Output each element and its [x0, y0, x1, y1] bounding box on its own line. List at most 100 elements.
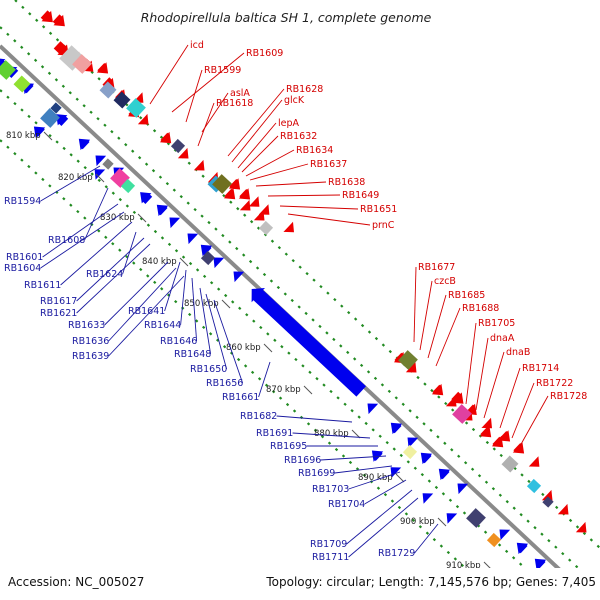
forward-leader-1 [149, 44, 189, 105]
reverse-leader-7 [76, 237, 145, 302]
feature-block-2 [72, 54, 92, 74]
reverse-label-25: RB1704 [328, 499, 365, 510]
feature-block-22 [542, 496, 554, 508]
reverse-leader-28 [414, 523, 439, 554]
footer-band [0, 568, 600, 600]
reverse-gene-16 [94, 169, 106, 180]
forward-leader-8 [237, 122, 277, 169]
forward-label-24: RB1722 [536, 378, 573, 389]
reverse-leader-25 [364, 479, 407, 505]
forward-label-8: lepA [278, 118, 300, 129]
tick-mark-4 [179, 257, 189, 267]
tick-label-6: 860 kbp [226, 343, 261, 353]
tick-mark-2 [95, 173, 105, 183]
forward-leader-21 [475, 337, 489, 411]
forward-gene-9 [177, 147, 189, 159]
reverse-label-27: RB1711 [312, 552, 349, 563]
tick-mark-9 [395, 473, 405, 483]
feature-block-9 [212, 174, 232, 194]
forward-gene-35 [575, 521, 587, 533]
reverse-label-22: RB1696 [284, 455, 321, 466]
reverse-gene-25 [534, 558, 547, 571]
forward-gene-21 [405, 361, 417, 373]
forward-leader-19 [435, 307, 461, 367]
reverse-label-10: RB1641 [128, 306, 165, 317]
reverse-leader-26 [346, 489, 413, 545]
forward-label-10: RB1634 [296, 145, 333, 156]
reverse-gene-29 [390, 467, 402, 478]
feature-block-19 [402, 444, 418, 460]
forward-label-1: icd [190, 40, 204, 51]
reverse-leader-27 [348, 497, 419, 558]
forward-gene-38 [96, 62, 109, 74]
reverse-gene-12 [200, 244, 213, 257]
reverse-gene-9 [156, 204, 169, 217]
forward-gene-29 [481, 417, 492, 429]
tick-label-11: 910 kbp [446, 561, 481, 571]
reverse-label-13: RB1646 [160, 336, 197, 347]
tick-label-9: 890 kbp [358, 473, 393, 483]
forward-leader-25 [519, 395, 549, 447]
forward-gene-30 [498, 430, 511, 442]
reverse-label-9: RB1633 [68, 320, 105, 331]
feature-block-21 [486, 532, 502, 548]
feature-block-13 [102, 158, 114, 170]
forward-leader-6 [227, 88, 285, 157]
forward-label-15: prnC [372, 220, 395, 231]
forward-leader-12 [255, 181, 327, 187]
reverse-gene-22 [457, 483, 469, 495]
forward-gene-7 [137, 113, 149, 125]
forward-leader-18 [427, 294, 447, 359]
forward-leader-10 [245, 149, 295, 177]
tick-label-8: 880 kbp [314, 429, 349, 439]
reverse-gene-14 [233, 271, 245, 283]
feature-block-14 [200, 250, 216, 266]
reverse-label-20: RB1691 [256, 428, 293, 439]
feature-block-18 [526, 478, 542, 494]
feature-block-20 [466, 508, 486, 528]
reverse-gene-24 [516, 542, 529, 555]
forward-label-25: RB1728 [550, 391, 587, 402]
gc-dot-line-1 [0, 26, 593, 582]
gene-features [0, 10, 587, 600]
reverse-leader-18 [258, 361, 271, 398]
reverse-leader-23 [334, 465, 393, 474]
tick-label-5: 850 kbp [184, 299, 219, 309]
reverse-label-23: RB1699 [298, 468, 335, 479]
feature-block-10 [258, 220, 274, 236]
feature-block-26 [50, 102, 62, 114]
forward-gene-37 [40, 10, 53, 23]
reverse-gene-20 [420, 452, 433, 465]
forward-leader-13 [267, 194, 341, 197]
reverse-gene-10 [169, 217, 181, 229]
reverse-leader-1 [40, 165, 101, 202]
tick-label-4: 840 kbp [142, 257, 177, 267]
forward-leader-16 [413, 266, 417, 343]
forward-label-16: RB1677 [418, 262, 455, 273]
reverse-label-24: RB1703 [312, 484, 349, 495]
forward-label-4: aslA [230, 88, 250, 99]
feature-block-5 [126, 98, 146, 118]
feature-block-12 [120, 178, 136, 194]
tick-mark-1 [43, 131, 53, 141]
forward-gene-31 [512, 442, 525, 454]
reverse-leader-6 [122, 231, 137, 275]
forward-leader-2 [171, 52, 245, 113]
reverse-gene-31 [446, 513, 458, 524]
tick-label-7: 870 kbp [266, 385, 301, 395]
reverse-label-26: RB1709 [310, 539, 347, 550]
reverse-leader-3 [42, 203, 119, 258]
forward-gene-16 [238, 188, 251, 200]
reverse-label-19: RB1682 [240, 411, 277, 422]
reverse-label-17: RB1656 [206, 378, 243, 389]
reverse-leader-20 [292, 432, 371, 439]
reverse-label-14: RB1639 [72, 351, 109, 362]
reverse-leader-19 [276, 415, 353, 423]
reverse-leader-17 [213, 299, 244, 384]
reverse-gene-15 [33, 126, 46, 138]
forward-gene-8 [159, 131, 172, 144]
forward-label-2: RB1609 [246, 48, 283, 59]
reverse-leader-13 [191, 277, 198, 342]
